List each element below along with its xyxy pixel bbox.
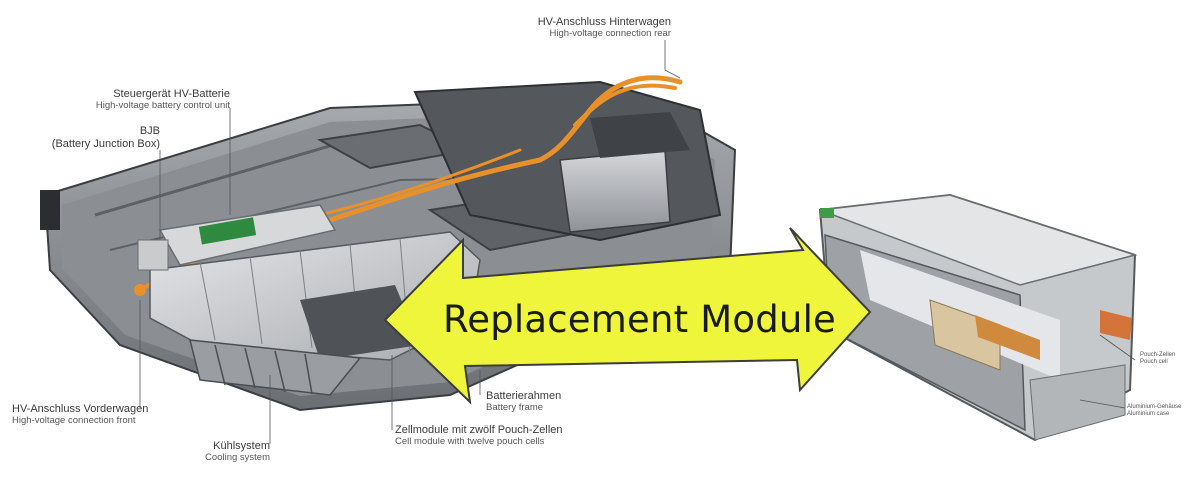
front-connector-block	[40, 190, 60, 230]
label-battery-frame-en: Battery frame	[486, 401, 544, 413]
label-hv-front-en: High-voltage connection front	[12, 414, 136, 426]
label-hv-rear-de: HV-Anschluss Hinterwagen	[537, 16, 671, 28]
label-cooling: Kühlsystem Cooling system	[205, 440, 270, 464]
replacement-module	[818, 193, 1138, 442]
battery-control-unit	[137, 204, 337, 271]
label-cell-module-en: Cell module with twelve pouch cells	[395, 435, 545, 447]
label-hv-front-de: HV-Anschluss Vorderwagen	[12, 403, 149, 415]
label-bjb-de: BJB	[139, 125, 160, 137]
replacement-arrow	[383, 227, 872, 405]
label-aluminium-case-en: Aluminium case	[1127, 410, 1170, 417]
label-battery-frame: Batterierahmen Battery frame	[486, 390, 561, 414]
label-pouch-cells-en: Pouch cell	[1140, 358, 1168, 365]
label-hv-rear: HV-Anschluss Hinterwagen High-voltage co…	[538, 16, 671, 40]
front-hv-port	[134, 284, 146, 296]
label-cooling-en: Cooling system	[205, 451, 270, 463]
label-battery-frame-de: Batterierahmen	[486, 390, 562, 402]
label-pouch-cells-de: Pouch-Zellen	[1140, 352, 1176, 358]
arrow-label: Replacement Module	[443, 298, 837, 341]
label-bjb: BJB (Battery Junction Box)	[52, 125, 160, 150]
leader-lines	[139, 40, 1136, 444]
cooling-plates	[189, 339, 362, 396]
label-aluminium-case: Aluminium-Gehäuse Aluminium case	[1127, 404, 1181, 417]
label-hv-rear-en: High-voltage connection rear	[549, 27, 671, 39]
label-cooling-de: Kühlsystem	[213, 440, 270, 452]
label-cell-module-de: Zellmodule mit zwölf Pouch-Zellen	[395, 424, 563, 436]
rear-module-stack	[413, 80, 722, 242]
label-cell-module: Zellmodule mit zwölf Pouch-Zellen Cell m…	[395, 424, 563, 448]
label-bjb-en: (Battery Junction Box)	[51, 137, 160, 150]
label-hv-front: HV-Anschluss Vorderwagen High-voltage co…	[12, 403, 148, 427]
label-aluminium-case-de: Aluminium-Gehäuse	[1127, 404, 1182, 410]
label-control-unit-de: Steuergerät HV-Batterie	[113, 88, 230, 100]
label-control-unit-en: High-voltage battery control unit	[95, 99, 230, 111]
label-pouch-cells: Pouch-Zellen Pouch cell	[1140, 352, 1175, 365]
label-control-unit: Steuergerät HV-Batterie High-voltage bat…	[96, 88, 230, 112]
